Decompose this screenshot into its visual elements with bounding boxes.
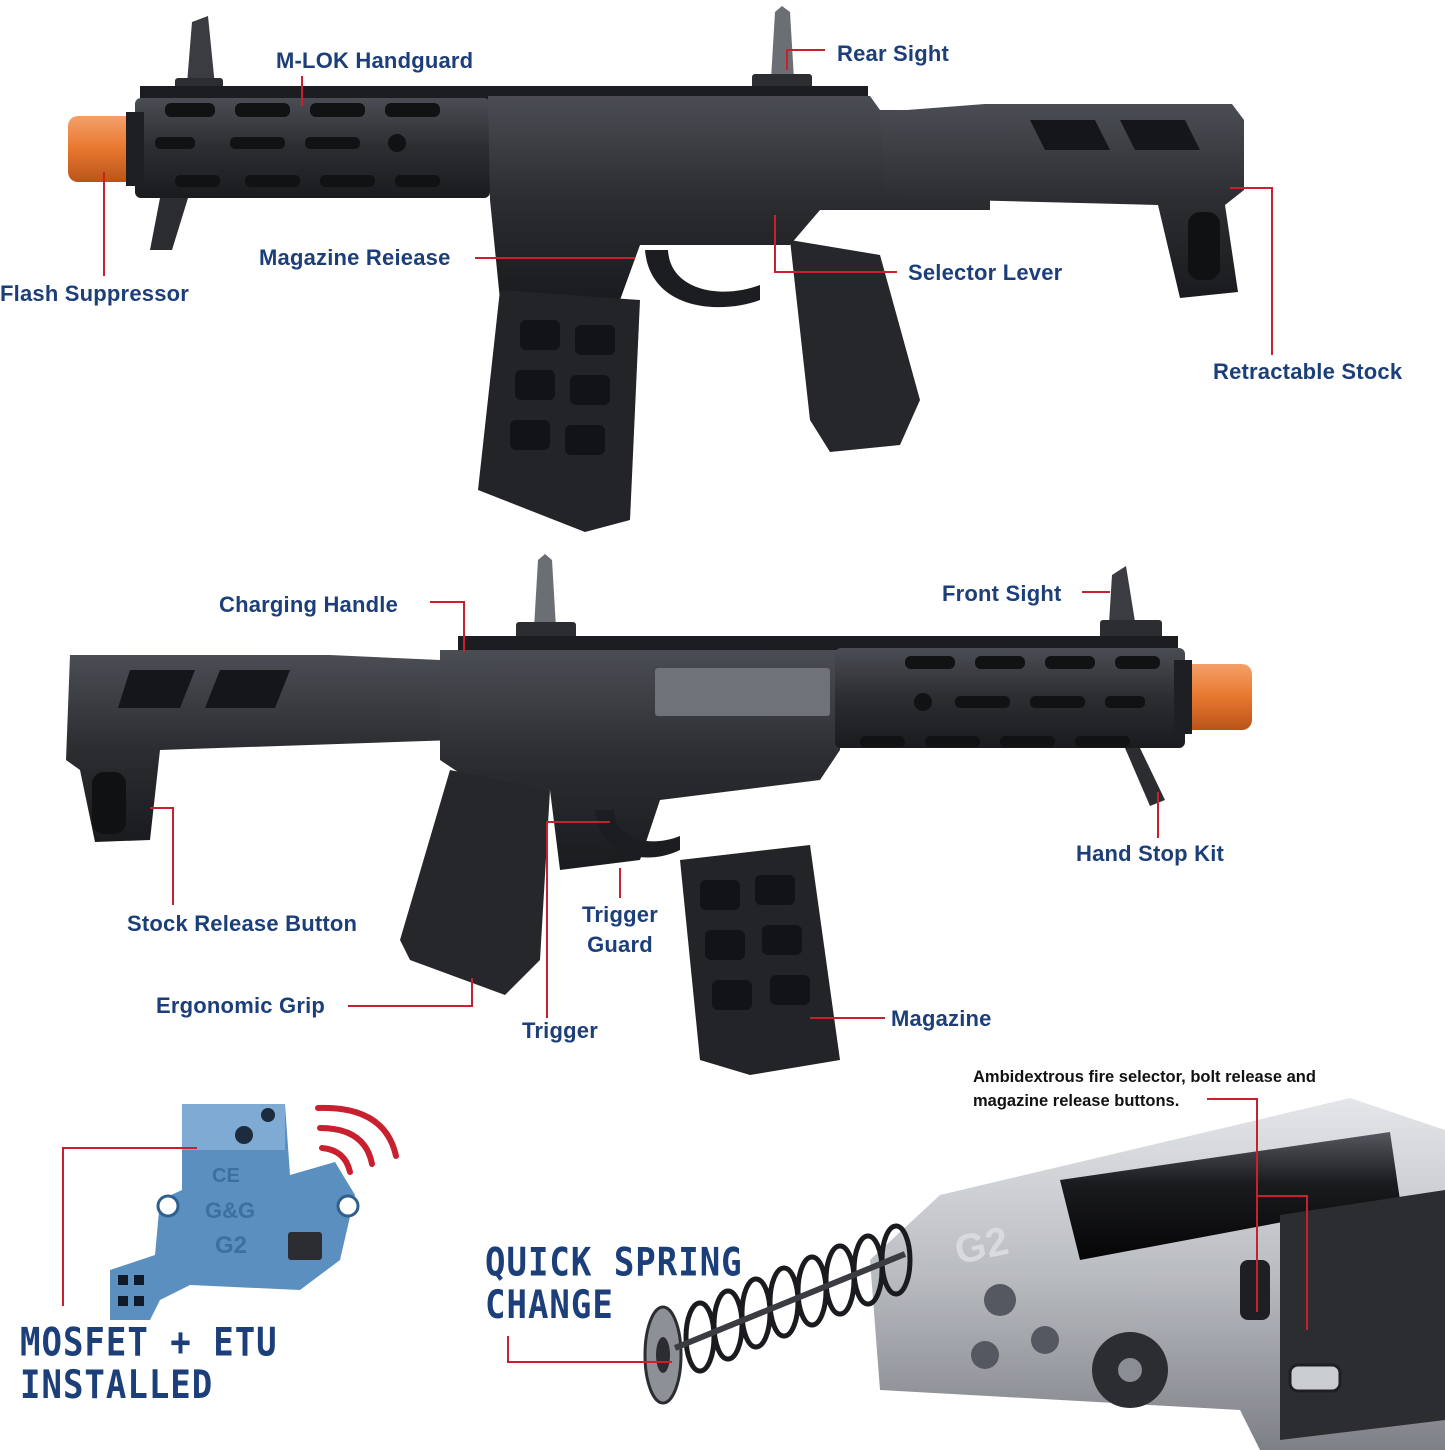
mosfet-line2: INSTALLED bbox=[20, 1361, 214, 1408]
quick-spring-line1: QUICK SPRING bbox=[485, 1239, 743, 1286]
label-hand-stop-kit: Hand Stop Kit bbox=[1076, 841, 1225, 866]
label-ergonomic-grip: Ergonomic Grip bbox=[156, 993, 326, 1018]
label-magazine-release: Magazine Reiease bbox=[259, 245, 451, 270]
spring-illustration bbox=[643, 1223, 913, 1405]
label-charging-handle: Charging Handle bbox=[219, 592, 399, 617]
ambidextrous-line2: magazine release buttons. bbox=[973, 1091, 1180, 1110]
quick-spring-line2: CHANGE bbox=[485, 1281, 614, 1328]
mosfet-heading: MOSFET + ETU INSTALLED bbox=[20, 1322, 278, 1406]
label-trigger: Trigger bbox=[522, 1018, 598, 1043]
gearbox-illustration bbox=[870, 1098, 1445, 1450]
label-trigger-guard-line1: Trigger bbox=[582, 902, 658, 927]
label-stock-release-button: Stock Release Button bbox=[127, 911, 358, 936]
quick-spring-heading: QUICK SPRING CHANGE bbox=[485, 1242, 743, 1326]
ce-mark-icon: CE bbox=[212, 1165, 240, 1187]
label-trigger-guard-line2: Guard bbox=[587, 932, 653, 957]
ambidextrous-note: Ambidextrous fire selector, bolt release… bbox=[973, 1066, 1316, 1114]
label-flash-suppressor: Flash Suppressor bbox=[0, 281, 190, 306]
label-front-sight: Front Sight bbox=[942, 581, 1062, 606]
label-retractable-stock: Retractable Stock bbox=[1213, 359, 1403, 384]
mosfet-line1: MOSFET + ETU bbox=[20, 1319, 278, 1366]
label-magazine: Magazine bbox=[891, 1006, 992, 1031]
label-m-lok-handguard: M-LOK Handguard bbox=[276, 48, 474, 73]
mosfet-illustration: CE bbox=[110, 1104, 360, 1320]
wifi-signal-icon bbox=[315, 1104, 399, 1175]
leader-lines bbox=[62, 49, 1308, 1363]
bottom-rifle-illustration bbox=[66, 554, 1252, 1075]
top-rifle-illustration bbox=[68, 6, 1244, 532]
ambidextrous-line1: Ambidextrous fire selector, bolt release… bbox=[973, 1068, 1316, 1086]
label-rear-sight: Rear Sight bbox=[837, 41, 950, 66]
mosfet-board-mark: G&G bbox=[205, 1198, 256, 1223]
mosfet-board-model: G2 bbox=[215, 1232, 248, 1259]
label-selector-lever: Selector Lever bbox=[908, 260, 1063, 285]
